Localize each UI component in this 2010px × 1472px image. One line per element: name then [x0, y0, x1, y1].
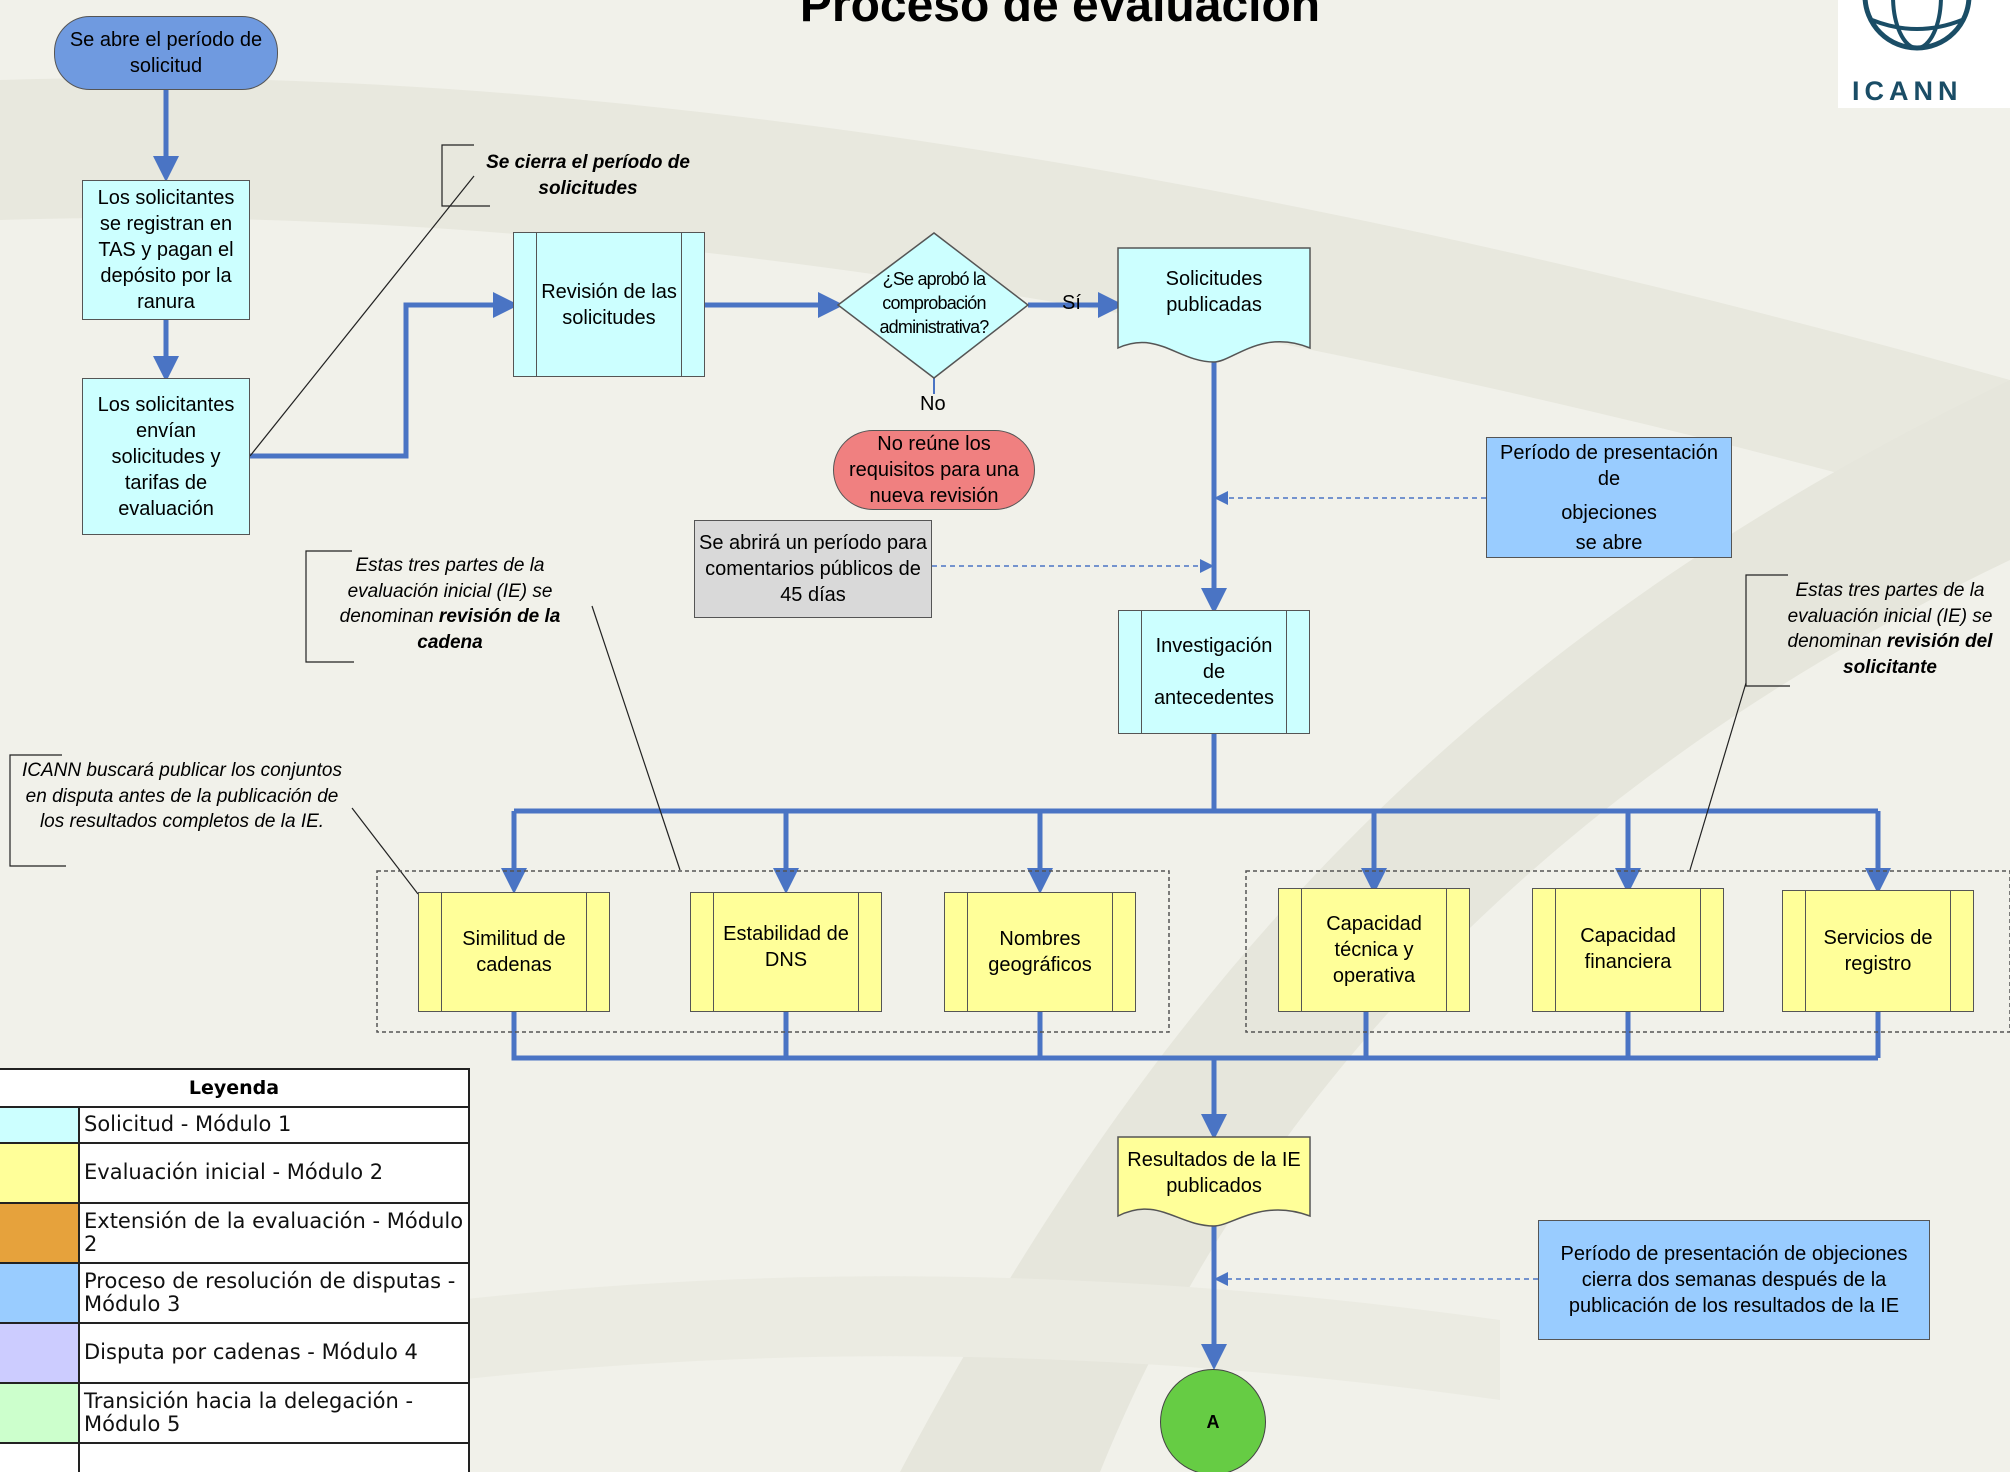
- yes-label: Sí: [1062, 292, 1081, 314]
- legend-item: Transición hacia la delegación - Módulo …: [0, 1384, 468, 1444]
- financial-capability-subprocess: Capacidad financiera: [1532, 888, 1724, 1012]
- legend-item: Disputa por cadenas - Módulo 4: [0, 1324, 468, 1384]
- objection-open-box: Período de presentación de objeciones se…: [1486, 437, 1732, 558]
- submit-process: Los solicitantes envían solicitudes y ta…: [82, 378, 250, 535]
- objection-open-line3: se abre: [1575, 531, 1643, 554]
- note-string-review: Estas tres partes de la evaluación inici…: [310, 553, 590, 656]
- note-contention-sets: ICANN buscará publicar los conjuntos en …: [22, 760, 342, 833]
- legend-item: Proceso de resolución de disputas - Módu…: [0, 1264, 468, 1324]
- legend-swatch: [0, 1264, 80, 1322]
- legend-title: Leyenda: [0, 1070, 468, 1108]
- ie-results-document: Resultados de la IE publicados: [1127, 1149, 1301, 1197]
- legend-swatch: [0, 1384, 80, 1442]
- geographic-names-subprocess: Nombres geográficos: [944, 892, 1136, 1012]
- registry-services-subprocess: Servicios de registro: [1782, 890, 1974, 1012]
- legend-item-arrow: [0, 1444, 468, 1472]
- legend-swatch: [0, 1108, 80, 1142]
- connector-a: A: [1160, 1369, 1266, 1472]
- technical-capability-subprocess: Capacidad técnica y operativa: [1278, 888, 1470, 1012]
- legend-swatch: [0, 1204, 80, 1262]
- legend-item: Evaluación inicial - Módulo 2: [0, 1144, 468, 1204]
- start-terminal: Se abre el período de solicitud: [54, 16, 278, 90]
- objection-open-line1: Período de presentación de: [1500, 441, 1718, 490]
- admin-check-decision: ¿Se aprobó la comprobación administrativ…: [879, 268, 989, 338]
- legend-label: Solicitud - Módulo 1: [84, 1112, 292, 1137]
- string-similarity-subprocess: Similitud de cadenas: [418, 892, 610, 1012]
- comment-period-box: Se abrirá un período para comentarios pú…: [694, 520, 932, 618]
- note-string-review-bold: revisión de la cadena: [417, 606, 561, 653]
- logo-text: ICANN: [1852, 76, 1963, 106]
- register-process: Los solicitantes se registran en TAS y p…: [82, 180, 250, 320]
- note-applicant-review: Estas tres partes de la evaluación inici…: [1770, 578, 2010, 681]
- note-applicant-review-text: Estas tres partes de la evaluación inici…: [1787, 580, 1993, 653]
- note-close-period: Se cierra el período de solicitudes: [486, 152, 690, 199]
- legend-item: Extensión de la evaluación - Módulo 2: [0, 1204, 468, 1264]
- review-subprocess: Revisión de las solicitudes: [513, 232, 705, 377]
- not-eligible-terminal: No reúne los requisitos para una nueva r…: [833, 430, 1035, 510]
- published-document: Solicitudes publicadas: [1165, 268, 1263, 316]
- no-label: No: [920, 393, 946, 415]
- legend-swatch: [0, 1144, 80, 1202]
- note-applicant-review-bold: revisión del solicitante: [1843, 631, 1993, 678]
- legend-arrow-swatch: [0, 1444, 80, 1472]
- legend: Leyenda Solicitud - Módulo 1 Evaluación …: [0, 1068, 470, 1472]
- background-check-subprocess: Investigación de antecedentes: [1118, 610, 1310, 734]
- legend-label: Disputa por cadenas - Módulo 4: [84, 1340, 418, 1365]
- legend-label: Evaluación inicial - Módulo 2: [84, 1160, 384, 1185]
- globe-icon: [1862, 0, 1972, 51]
- legend-label: Transición hacia la delegación - Módulo …: [84, 1388, 414, 1436]
- icann-logo: [1838, 0, 2010, 108]
- note-string-review-text: Estas tres partes de la evaluación inici…: [339, 555, 553, 628]
- legend-label: Extensión de la evaluación - Módulo 2: [84, 1208, 464, 1256]
- objection-close-box: Período de presentación de objeciones ci…: [1538, 1220, 1930, 1340]
- legend-swatch: [0, 1324, 80, 1382]
- dns-stability-subprocess: Estabilidad de DNS: [690, 892, 882, 1012]
- legend-label: Proceso de resolución de disputas - Módu…: [84, 1268, 456, 1316]
- diagram-title: Proceso de evaluación: [799, 0, 1321, 32]
- legend-item: Solicitud - Módulo 1: [0, 1108, 468, 1144]
- objection-open-line2: objeciones: [1561, 501, 1657, 524]
